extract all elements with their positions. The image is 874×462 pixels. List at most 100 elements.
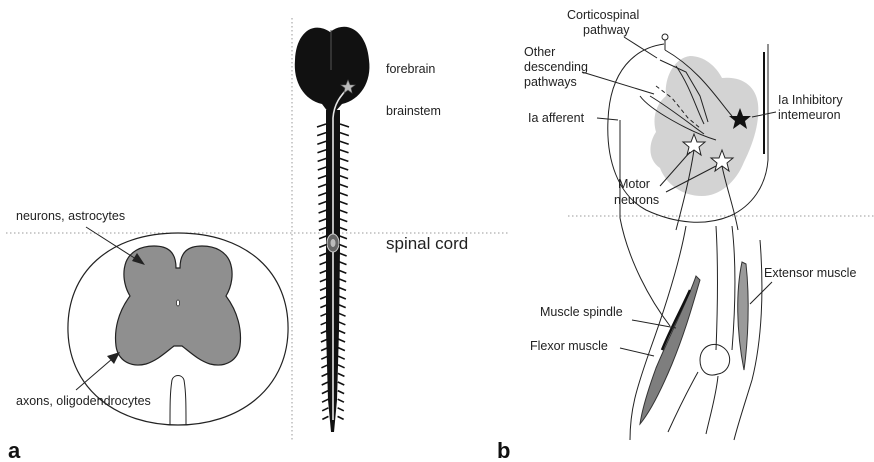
afferent-to-spindle bbox=[620, 218, 670, 326]
spinal-nerve-right bbox=[338, 356, 345, 359]
leader-other-descending bbox=[582, 72, 654, 94]
label-brainstem: brainstem bbox=[386, 104, 441, 118]
spinal-nerve-left bbox=[318, 167, 327, 170]
spinal-nerve-right bbox=[338, 373, 345, 376]
lower-bone-1 bbox=[668, 372, 698, 432]
panel-label-a: a bbox=[8, 438, 21, 462]
label-other-2: descending bbox=[524, 60, 588, 74]
spinal-nerve-right bbox=[340, 158, 349, 161]
label-spinal-cord: spinal cord bbox=[386, 234, 468, 253]
panel-b: Corticospinal pathway Other descending p… bbox=[497, 8, 874, 462]
spinal-nerve-right bbox=[340, 133, 349, 136]
spinal-nerve-right bbox=[338, 313, 345, 316]
spinal-nerve-right bbox=[339, 184, 347, 187]
spinal-nerve-left bbox=[319, 219, 327, 222]
extensor-muscle-shape bbox=[738, 262, 748, 370]
bone-upper-right bbox=[732, 226, 735, 350]
spinal-nerve-right bbox=[340, 141, 349, 144]
spinal-nerve-right bbox=[339, 219, 347, 222]
spinal-nerve-right bbox=[339, 296, 346, 299]
dorsal-root-ganglion bbox=[662, 34, 668, 40]
spinal-nerve-right bbox=[338, 382, 344, 385]
label-other-1: Other bbox=[524, 45, 555, 59]
spinal-nerve-right bbox=[339, 201, 347, 204]
label-neurons-astrocytes: neurons, astrocytes bbox=[16, 209, 125, 223]
leader-extensor bbox=[750, 282, 772, 304]
spinal-nerve-left bbox=[322, 373, 329, 376]
spinal-nerve-right bbox=[338, 408, 344, 411]
spinal-nerve-right bbox=[338, 399, 344, 402]
spinal-nerve-right bbox=[340, 150, 349, 153]
bone-upper-left bbox=[716, 226, 718, 350]
spinal-nerve-left bbox=[318, 184, 326, 187]
label-ia-inhibitory-1: Ia Inhibitory bbox=[778, 93, 843, 107]
spinal-nerve-left bbox=[322, 399, 328, 402]
limb-outline-right bbox=[734, 240, 762, 440]
knee-joint bbox=[700, 344, 730, 375]
spinal-nerve-left bbox=[319, 236, 327, 239]
spinal-nerve-right bbox=[338, 339, 345, 342]
spinal-nerve-left bbox=[317, 133, 326, 136]
grey-matter-region bbox=[650, 56, 758, 196]
label-other-3: pathways bbox=[524, 75, 577, 89]
spinal-nerve-left bbox=[319, 227, 327, 230]
spinal-nerve-left bbox=[322, 391, 328, 394]
spinal-nerve-left bbox=[317, 150, 326, 153]
leader-muscle-spindle bbox=[632, 320, 676, 328]
spinal-nerve-left bbox=[317, 141, 326, 144]
spinal-nerve-right bbox=[339, 227, 347, 230]
spinal-nerve-right bbox=[338, 365, 345, 368]
central-canal-dot bbox=[176, 300, 179, 306]
spinal-nerve-right bbox=[339, 270, 347, 273]
spinal-nerve-right bbox=[339, 236, 347, 239]
spinal-nerve-right bbox=[339, 253, 347, 256]
spinal-nerve-right bbox=[338, 330, 345, 333]
spinal-nerve-left bbox=[321, 365, 328, 368]
spinal-nerve-left bbox=[319, 253, 327, 256]
cns-silhouette bbox=[295, 27, 370, 432]
forebrain-shape bbox=[295, 27, 370, 118]
spinal-nerve-right bbox=[338, 391, 344, 394]
label-motor-1: Motor bbox=[618, 177, 650, 191]
spinal-nerve-right bbox=[338, 305, 345, 308]
spinal-nerve-right bbox=[338, 416, 344, 419]
spinal-nerve-left bbox=[319, 244, 327, 247]
spinal-cord-marker bbox=[327, 234, 339, 252]
spinal-nerve-right bbox=[339, 193, 347, 196]
label-corticospinal-2: pathway bbox=[583, 23, 630, 37]
lower-bone-2 bbox=[706, 376, 718, 434]
label-axons-oligodendrocytes: axons, oligodendrocytes bbox=[16, 394, 151, 408]
label-flexor-muscle: Flexor muscle bbox=[530, 339, 608, 353]
spinal-nerve-right bbox=[339, 210, 347, 213]
spinal-nerve-right bbox=[339, 287, 346, 290]
label-ia-afferent: Ia afferent bbox=[528, 111, 585, 125]
leader-ia-afferent bbox=[597, 118, 618, 120]
spinal-nerve-left bbox=[318, 201, 326, 204]
label-corticospinal-1: Corticospinal bbox=[567, 8, 639, 22]
spinal-nerve-left bbox=[318, 176, 326, 179]
spinal-nerve-left bbox=[322, 382, 328, 385]
spinal-nerve-right bbox=[339, 244, 347, 247]
spinal-nerve-right bbox=[340, 167, 349, 170]
label-forebrain: forebrain bbox=[386, 62, 435, 76]
spinal-nerve-left bbox=[322, 408, 328, 411]
limb-drawing bbox=[620, 218, 762, 440]
label-motor-2: neurons bbox=[614, 193, 659, 207]
spinal-nerve-left bbox=[319, 210, 327, 213]
spinal-nerve-right bbox=[338, 322, 345, 325]
label-extensor-muscle: Extensor muscle bbox=[764, 266, 856, 280]
spinal-nerve-left bbox=[318, 158, 327, 161]
spinal-nerve-left bbox=[317, 124, 326, 127]
spinal-nerve-right bbox=[340, 176, 348, 179]
label-ia-inhibitory-2: intemeuron bbox=[778, 108, 841, 122]
panel-a: forebrain brainstem spinal cord neurons,… bbox=[6, 18, 510, 462]
label-muscle-spindle: Muscle spindle bbox=[540, 305, 623, 319]
leader-corticospinal bbox=[624, 37, 657, 58]
panel-label-b: b bbox=[497, 438, 510, 462]
flexor-muscle-shape bbox=[640, 276, 700, 424]
spinal-nerve-right bbox=[338, 348, 345, 351]
spinal-nerve-left bbox=[322, 416, 328, 419]
spinal-nerve-right bbox=[339, 262, 347, 265]
spinal-nerve-left bbox=[318, 193, 326, 196]
